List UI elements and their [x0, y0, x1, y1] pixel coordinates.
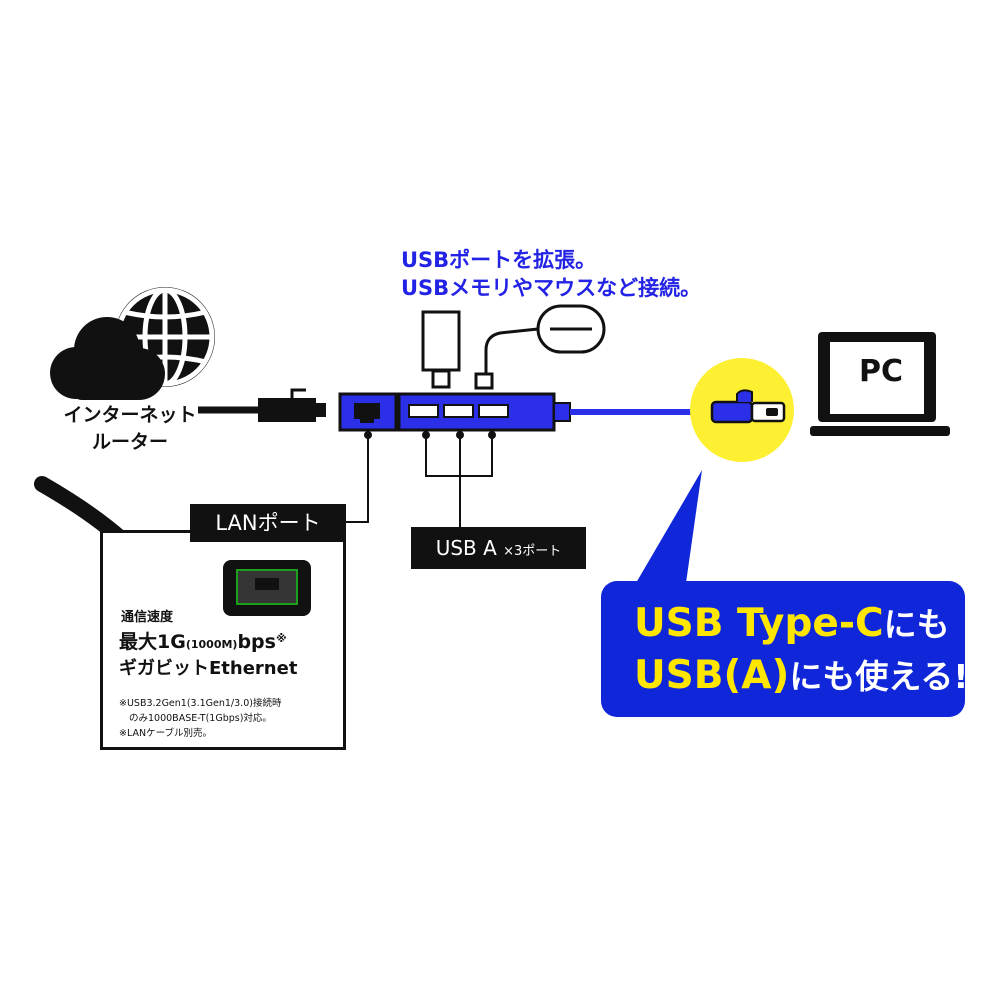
usb-c-a-adapter-icon	[710, 389, 786, 424]
gigabit-ethernet-label: ギガビットEthernet	[119, 658, 298, 679]
speed-label: 通信速度	[121, 610, 174, 625]
lan-port-leader-line	[346, 431, 372, 523]
callout-usb-c: USB Type-C	[634, 601, 884, 646]
rj45-plug-icon	[258, 388, 326, 422]
callout-line-1: USB Type-Cにも	[634, 602, 950, 647]
spec-note-2: のみ1000BASE-T(1Gbps)対応。	[129, 713, 272, 724]
router-label-line-2: ルーター	[91, 431, 168, 453]
router-label-line-1: インターネット	[63, 404, 197, 426]
mouse-icon	[474, 304, 606, 390]
callout-usb-a: USB(A)	[634, 653, 790, 698]
spec-note-1: ※USB3.2Gen1(3.1Gen1/3.0)接続時	[119, 698, 282, 709]
pc-label: PC	[858, 354, 903, 389]
speed-footnote-mark: ※	[275, 632, 287, 645]
headline-line-1: USBポートを拡張。	[401, 248, 597, 272]
usb-ports-leader-line	[422, 431, 496, 527]
callout-bubble	[601, 470, 965, 717]
hub-usb-section	[397, 392, 571, 432]
internet-cloud-globe-icon	[50, 287, 215, 400]
ethernet-port-icon	[223, 560, 311, 616]
usb-ports-label-main: USB A	[435, 536, 497, 560]
hub-lan-section	[338, 392, 398, 432]
usb-ports-label: USB A ×3ポート	[411, 527, 586, 569]
router-label: インターネット ルーター	[60, 402, 200, 456]
callout-line-1-rest: にも	[883, 605, 950, 644]
speed-mid: (1000M)	[185, 638, 238, 651]
pc-laptop-icon	[810, 332, 950, 436]
lan-spec-panel: 通信速度 最大1G(1000M)bps※ ギガビットEthernet ※USB3…	[100, 530, 346, 750]
usb-ports-label-suffix: ×3ポート	[503, 544, 562, 559]
headline-line-2: USBメモリやマウスなど接続。	[401, 276, 702, 300]
usb-flash-drive-icon	[421, 310, 461, 389]
spec-notes: ※USB3.2Gen1(3.1Gen1/3.0)接続時 のみ1000BASE-T…	[119, 696, 281, 741]
speed-unit: bps	[237, 631, 276, 653]
speed-prefix: 最大1G	[119, 631, 186, 653]
speed-value: 最大1G(1000M)bps※	[119, 627, 287, 654]
lan-port-label: LANポート	[190, 504, 346, 542]
callout-line-2-rest: にも使える!	[789, 657, 969, 696]
spec-note-3: ※LANケーブル別売。	[119, 728, 213, 739]
callout-line-2: USB(A)にも使える!	[634, 654, 968, 699]
